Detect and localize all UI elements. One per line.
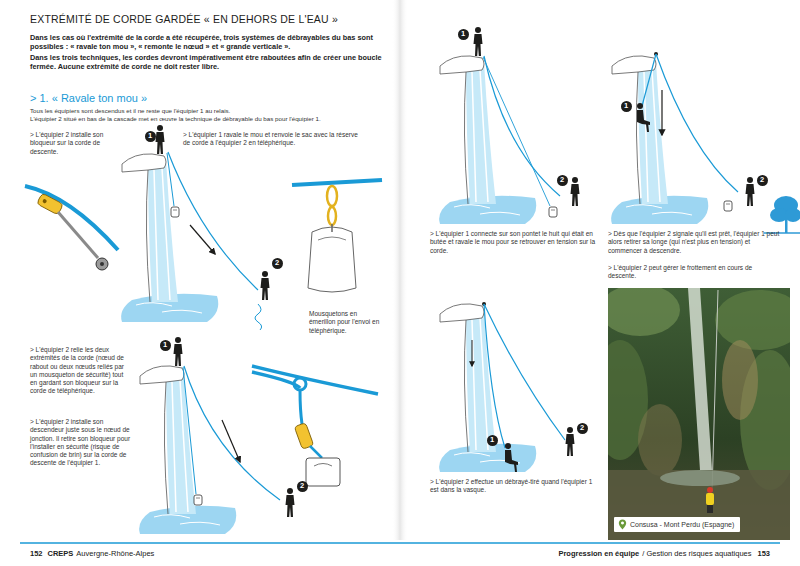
step-caption: > L'équipier 1 ravale le mou et renvoie … xyxy=(183,131,365,148)
callout-digit: 1 xyxy=(624,102,628,110)
callout-number: 2 xyxy=(757,175,768,186)
step-caption: > L'équipier 2 installe son descendeur j… xyxy=(30,418,132,468)
callout-digit: 2 xyxy=(560,176,564,184)
step-caption: > L'équipier 2 relie les deux extrémités… xyxy=(30,346,132,396)
callout-number: 2 xyxy=(577,423,588,434)
body-text: L'équipier 2 situé en bas de la cascade … xyxy=(30,115,398,123)
callout-digit: 2 xyxy=(275,259,279,267)
callout-digit: 1 xyxy=(490,436,494,444)
callout-number: 2 xyxy=(272,258,283,269)
intro-text: Dans les cas où l'extrémité de la corde … xyxy=(30,33,398,51)
body-text: Tous les équipiers sont descendus et il … xyxy=(30,107,398,115)
step-caption: > L'équipier 1 connecte sur son pontet l… xyxy=(430,230,602,255)
step-caption: > Dès que l'équipier 2 signale qu'il est… xyxy=(608,230,780,255)
callout-number: 2 xyxy=(557,175,568,186)
callout-digit: 2 xyxy=(760,176,764,184)
footer-text: CREPS xyxy=(48,549,74,559)
photo-caption: Consusa - Mont Perdu (Espagne) xyxy=(614,517,740,532)
callout-number: 1 xyxy=(160,340,171,351)
callout-number: 1 xyxy=(621,101,632,112)
step-caption: > L'équipier 2 peut gérer le frottement … xyxy=(608,264,780,281)
callout-number: 1 xyxy=(145,131,156,142)
callout-number: 2 xyxy=(297,481,308,492)
pin-shape xyxy=(619,520,626,530)
location-pin xyxy=(618,519,627,530)
callout-digit: 2 xyxy=(300,482,304,490)
footer-text: / Gestion des risques aquatiques xyxy=(642,549,751,559)
footer-text: Progression en équipe xyxy=(558,549,639,559)
footer-text: Auvergne-Rhône-Alpes xyxy=(76,549,154,559)
page-number: 153 xyxy=(757,549,770,559)
callout-number: 1 xyxy=(458,29,469,40)
callout-digit: 1 xyxy=(163,341,167,349)
section-heading: > 1. « Ravale ton mou » xyxy=(30,92,290,105)
callout-number: 1 xyxy=(487,435,498,446)
caption-text: Consusa - Mont Perdu (Espagne) xyxy=(630,520,734,529)
callout-digit: 1 xyxy=(461,30,465,38)
inset-caption: Mousquetons en émerillon pour l'envoi en… xyxy=(309,310,383,335)
intro-text: Dans les trois techniques, les cordes de… xyxy=(30,53,398,71)
callout-digit: 1 xyxy=(148,132,152,140)
step-caption: > L'équipier 2 installe son bloqueur sur… xyxy=(30,131,126,156)
page-title: EXTRÉMITÉ DE CORDE GARDÉE « EN DEHORS DE… xyxy=(30,13,338,25)
callout-digit: 2 xyxy=(580,424,584,432)
page-number: 152 xyxy=(30,549,43,559)
step-caption: > L'équipier 2 effectue un débrayé-tiré … xyxy=(430,478,602,495)
